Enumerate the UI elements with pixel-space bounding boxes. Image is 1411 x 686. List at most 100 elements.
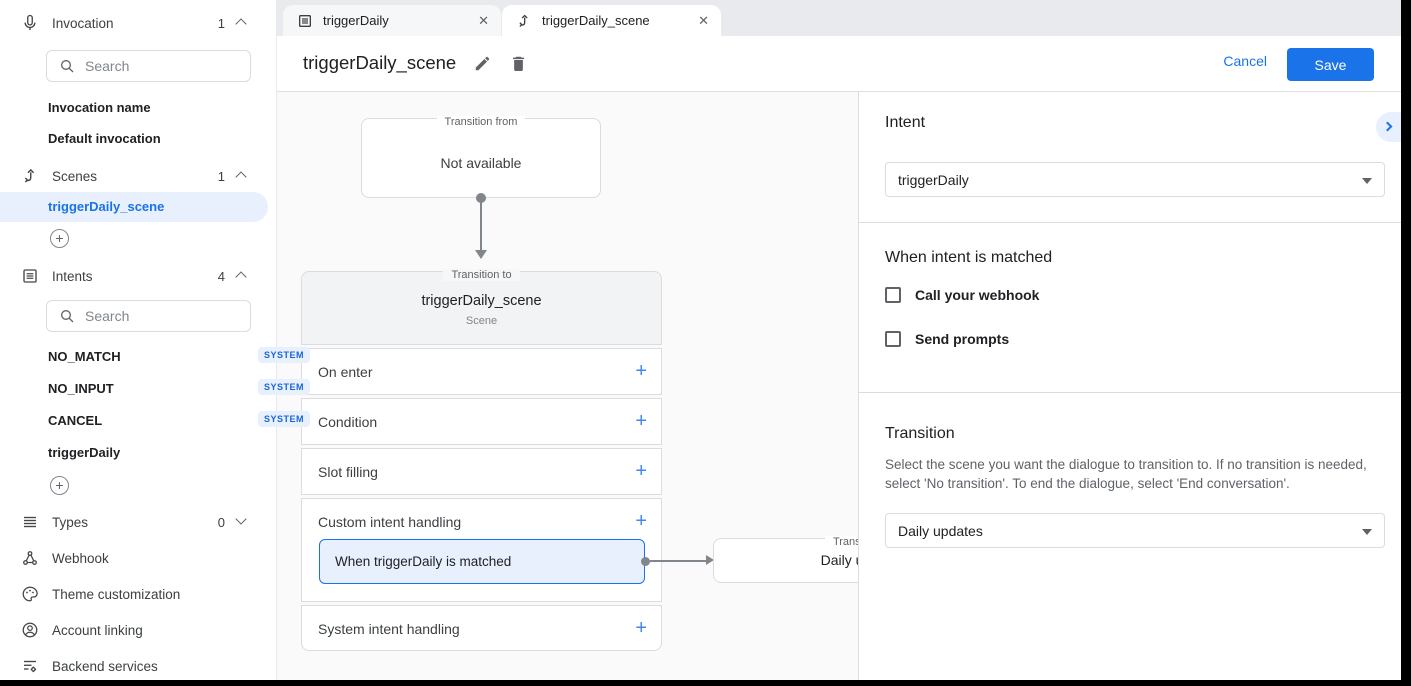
save-button[interactable]: Save: [1287, 48, 1374, 81]
intent-name: CANCEL: [48, 413, 103, 428]
cancel-button[interactable]: Cancel: [1223, 53, 1267, 69]
row-label: Slot filling: [318, 464, 378, 480]
transition-target-value: Daily updates: [820, 552, 858, 568]
add-system-intent-button[interactable]: +: [635, 617, 647, 639]
section-label: Types: [52, 514, 89, 530]
scene-tab-icon: [516, 13, 532, 29]
send-prompts-checkbox-row[interactable]: Send prompts: [885, 331, 1009, 347]
link-label: Backend services: [52, 658, 158, 674]
intent-heading: Intent: [885, 114, 926, 131]
sidebar-item-cancel[interactable]: CANCEL SYSTEM: [48, 411, 311, 428]
transition-section: Transition Select the scene you want the…: [859, 393, 1401, 679]
sidebar-item-no-input[interactable]: NO_INPUT SYSTEM: [48, 379, 311, 396]
intent-select[interactable]: triggerDaily: [885, 162, 1385, 197]
add-on-enter-button[interactable]: +: [635, 360, 647, 382]
sidebar-item-triggerdaily[interactable]: triggerDaily: [48, 445, 121, 460]
box-legend: Transition to: [302, 265, 661, 283]
tab-triggerdaily-scene[interactable]: triggerDaily_scene ✕: [502, 5, 721, 36]
intent-section: Intent triggerDaily: [859, 92, 1401, 223]
intent-name: NO_INPUT: [48, 381, 114, 396]
box-legend: Transition to: [714, 532, 858, 550]
account-circle-icon: [20, 620, 40, 640]
close-icon[interactable]: ✕: [478, 12, 489, 28]
types-icon: [20, 512, 40, 532]
transition-select[interactable]: Daily updates: [885, 513, 1385, 548]
sidebar-item-account-linking[interactable]: Account linking: [0, 617, 277, 643]
intent-select-value: triggerDaily: [898, 172, 969, 188]
sidebar-item-no-match[interactable]: NO_MATCH SYSTEM: [48, 347, 311, 364]
tab-triggerdaily[interactable]: triggerDaily ✕: [283, 5, 501, 36]
intent-detail-panel: Intent triggerDaily When intent is match…: [858, 92, 1401, 680]
checkbox-label: Call your webhook: [915, 287, 1040, 303]
sidebar-item-theme-customization[interactable]: Theme customization: [0, 581, 277, 607]
sidebar-item-invocation-name[interactable]: Invocation name: [48, 100, 151, 115]
scene-graph-canvas: Transition from Not available Transition…: [277, 92, 858, 680]
dropdown-caret-icon: [1362, 178, 1372, 184]
backend-services-icon: [20, 656, 40, 676]
sidebar-section-scenes[interactable]: Scenes 1: [0, 163, 277, 189]
sidebar: Invocation 1 Invocation name Default inv…: [0, 0, 311, 680]
arrow-right-icon: [706, 555, 714, 565]
add-slot-filling-button[interactable]: +: [635, 460, 647, 482]
scene-node-header: Transition to triggerDaily_scene Scene: [301, 269, 662, 345]
link-label: Account linking: [52, 622, 143, 638]
webhook-icon: [20, 548, 40, 568]
sidebar-item-webhook[interactable]: Webhook: [0, 545, 277, 571]
call-webhook-checkbox-row[interactable]: Call your webhook: [885, 287, 1039, 303]
system-badge: SYSTEM: [258, 411, 311, 427]
close-icon[interactable]: ✕: [698, 12, 709, 28]
section-count: 4: [217, 268, 225, 284]
sidebar-section-intents[interactable]: Intents 4: [0, 263, 277, 289]
matched-intent-card[interactable]: When triggerDaily is matched: [319, 539, 650, 584]
add-custom-intent-button[interactable]: +: [635, 510, 647, 532]
row-condition: Condition +: [301, 398, 662, 445]
transition-target-box[interactable]: Transition to Daily updates: [713, 536, 858, 583]
scene-node-subtitle: Scene: [465, 315, 498, 327]
sidebar-section-invocation[interactable]: Invocation 1: [0, 10, 277, 36]
search-icon: [59, 308, 75, 324]
intents-search[interactable]: [46, 300, 251, 332]
row-system-intent-handling: System intent handling +: [301, 605, 662, 651]
search-input[interactable]: [85, 308, 215, 324]
sidebar-section-types[interactable]: Types 0: [0, 509, 277, 535]
invocation-search[interactable]: [46, 50, 251, 82]
edit-icon[interactable]: [473, 54, 493, 74]
transition-description: Select the scene you want the dialogue t…: [885, 457, 1367, 491]
checkbox-unchecked[interactable]: [885, 287, 901, 303]
tab-label: triggerDaily_scene: [542, 13, 650, 28]
transition-from-box: Transition from Not available: [361, 116, 601, 198]
connector-dot: [641, 557, 650, 566]
arrow-down-icon: [475, 250, 487, 259]
screen-edge-right: [1401, 0, 1411, 686]
sidebar-item-backend-services[interactable]: Backend services: [0, 653, 277, 679]
row-label: On enter: [318, 364, 373, 380]
tab-bar: triggerDaily ✕ triggerDaily_scene ✕: [277, 0, 1401, 36]
when-matched-heading: When intent is matched: [885, 249, 1053, 266]
add-condition-button[interactable]: +: [635, 410, 647, 432]
box-legend: Transition from: [362, 112, 600, 130]
collapse-panel-button[interactable]: [1376, 112, 1401, 142]
system-badge: SYSTEM: [258, 379, 311, 395]
section-count: 1: [217, 15, 225, 31]
system-badge: SYSTEM: [258, 347, 311, 363]
page-title: triggerDaily_scene: [303, 52, 457, 73]
delete-icon[interactable]: [509, 54, 529, 74]
search-input[interactable]: [85, 58, 215, 74]
sidebar-item-default-invocation[interactable]: Default invocation: [48, 131, 161, 146]
intent-tab-icon: [297, 13, 313, 29]
checkbox-unchecked[interactable]: [885, 331, 901, 347]
chevron-up-icon: [235, 171, 247, 183]
section-label: Invocation: [52, 15, 114, 31]
sidebar-item-triggerdaily-scene[interactable]: triggerDaily_scene: [48, 199, 165, 214]
add-intent-button[interactable]: +: [50, 476, 69, 495]
row-label: Custom intent handling: [318, 514, 462, 530]
scene-node-title: triggerDaily_scene: [421, 293, 542, 309]
add-scene-button[interactable]: +: [50, 229, 69, 248]
chevron-up-icon: [235, 271, 247, 283]
intent-name: NO_MATCH: [48, 349, 121, 364]
row-custom-intent-handling: Custom intent handling + When triggerDai…: [301, 498, 662, 602]
row-on-enter: On enter +: [301, 348, 662, 395]
connector-line: [650, 560, 706, 562]
link-label: Theme customization: [52, 586, 181, 602]
